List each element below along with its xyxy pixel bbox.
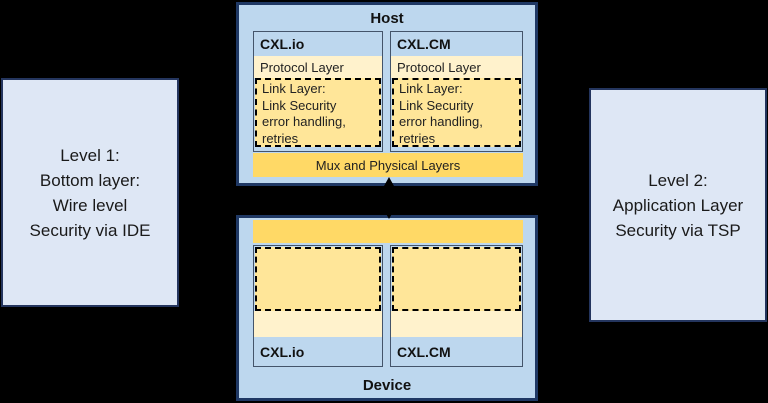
link-layer-line: Link Layer: — [262, 81, 326, 96]
host-mux-physical-bar: Mux and Physical Layers — [253, 153, 523, 177]
note-line: Level 2: — [648, 170, 708, 190]
link-layer-line: Link Security — [262, 97, 337, 113]
host-cxlio-protocol-layer: Protocol Layer — [254, 56, 382, 78]
host-cxlio-column: CXL.io Protocol Layer Link Layer: Link S… — [253, 31, 383, 152]
device-cxlio-header: CXL.io — [254, 337, 382, 366]
note-line: Application Layer — [612, 195, 744, 215]
host-cxlio-header: CXL.io — [254, 32, 382, 56]
link-layer-line: retries — [399, 130, 436, 146]
link-layer-line: Link Layer: — [399, 81, 463, 96]
note-line: Security via TSP — [615, 220, 741, 240]
level2-note-text: Level 2: Application Layer Security via … — [613, 168, 743, 243]
host-title: Host — [370, 10, 404, 27]
device-cxlcm-column: CXL.CM — [390, 245, 523, 367]
device-cxlio-link-layer — [255, 247, 381, 311]
host-cxlcm-header: CXL.CM — [391, 32, 522, 56]
host-cxlio-link-layer: Link Layer: Link Security error handling… — [255, 78, 381, 147]
device-mux-physical-bar — [253, 220, 523, 243]
note-line: Bottom layer: — [39, 170, 141, 190]
device-cxlcm-link-layer — [392, 247, 521, 311]
device-title: Device — [362, 377, 412, 394]
device-cxlcm-header: CXL.CM — [391, 337, 522, 366]
level2-note-box: Level 2: Application Layer Security via … — [589, 88, 767, 322]
note-line: Security via IDE — [29, 220, 151, 240]
link-layer-line: Link Security — [399, 97, 474, 113]
device-cxlio-column: CXL.io — [253, 245, 383, 367]
link-layer-line: error handling, — [262, 114, 346, 129]
link-layer-line: retries — [262, 130, 299, 146]
host-box: Host CXL.io Protocol Layer Link Layer: L… — [236, 2, 538, 186]
host-cxlcm-column: CXL.CM Protocol Layer Link Layer: Link S… — [390, 31, 523, 152]
device-box: CXL.io CXL.CM Device — [236, 215, 538, 401]
note-line: Level 1: — [60, 145, 120, 165]
note-line: Wire level — [52, 195, 128, 215]
level1-note-text: Level 1: Bottom layer: Wire level Securi… — [30, 143, 151, 243]
host-device-arrow-icon — [384, 177, 394, 219]
host-cxlcm-protocol-layer: Protocol Layer — [391, 56, 522, 78]
level1-note-box: Level 1: Bottom layer: Wire level Securi… — [1, 78, 179, 307]
host-cxlcm-link-layer: Link Layer: Link Security error handling… — [392, 78, 521, 147]
device-cxlcm-protocol-layer — [391, 311, 522, 337]
device-cxlio-protocol-layer — [254, 311, 382, 337]
link-layer-line: error handling, — [399, 114, 483, 129]
